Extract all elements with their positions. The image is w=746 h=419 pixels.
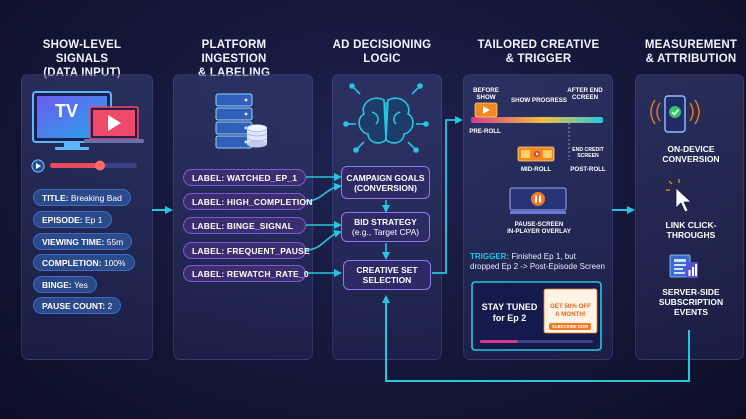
post-episode-screen: × <box>471 281 602 351</box>
tv-label: TV <box>55 101 79 121</box>
bid-strategy-box: BID STRATEGY (e.g., Target CPA) <box>341 212 430 242</box>
on-device-conversion-label: ON-DEVICE CONVERSION <box>662 144 720 164</box>
brain-icon <box>343 83 429 153</box>
playback-bar <box>31 159 137 173</box>
column-title-decisioning: AD DECISIONING LOGIC <box>332 39 432 65</box>
signal-pause-count: PAUSE COUNT: 2 <box>33 297 122 314</box>
signal-title: TITLE: Breaking Bad <box>33 189 131 206</box>
show-progress-label: SHOW PROGRESS <box>510 97 568 104</box>
post-roll-label: POST-ROLL <box>570 166 606 173</box>
laptop-icon <box>84 106 144 143</box>
signal-episode: EPISODE: Ep 1 <box>33 211 112 228</box>
phone-check-icon <box>650 95 700 133</box>
ad-timeline <box>471 102 603 162</box>
label-watched-ep-1: LABEL: WATCHED_EP_1 <box>183 169 306 186</box>
label-high-completion: LABEL: HIGH_COMPLETION <box>183 193 312 210</box>
label-to-decision-arrows <box>305 173 342 277</box>
label-binge-signal: LABEL: BINGE_SIGNAL <box>183 217 306 234</box>
svg-text:×: × <box>592 288 596 294</box>
signal-completion: COMPLETION: 100% <box>33 254 135 271</box>
arrow-decision-to-creative <box>432 116 463 274</box>
server-side-events-label: SERVER-SIDE SUBSCRIPTION EVENTS <box>658 287 724 317</box>
feedback-loop-arrow <box>382 295 690 382</box>
server-database-icon <box>215 93 268 149</box>
column-title-measurement: MEASUREMENT & ATTRIBUTION <box>644 39 738 65</box>
end-credit-label: END CREDIT SCREEN <box>572 147 604 159</box>
signal-viewing-time: VIEWING TIME: 55m <box>33 233 133 250</box>
pre-roll-label: PRE-ROLL <box>469 128 501 135</box>
mid-roll-label: MID-ROLL <box>520 166 552 173</box>
creative-set-box: CREATIVE SET SELECTION <box>343 260 431 290</box>
before-show-label: BEFORE SHOW <box>473 87 499 101</box>
link-clickthroughs-label: LINK CLICK- THROUGHS <box>665 220 717 240</box>
subscription-events-icon <box>669 254 698 278</box>
after-end-label: AFTER END CCREEN <box>567 87 603 101</box>
label-rewatch-rate-0: LABEL: REWATCH_RATE_0 <box>183 265 309 282</box>
label-frequent-pause: LABEL: FREQUENT_PAUSE <box>183 242 310 259</box>
signal-binge: BINGE: Yes <box>33 276 97 293</box>
trigger-text: TRIGGER: Finished Ep 1, but dropped Ep 2… <box>470 252 605 271</box>
subscribe-now-button[interactable]: SUBSCRIBE NOW <box>551 324 589 329</box>
offer-text: GET 50% OFF A MONTH! <box>550 303 591 318</box>
stay-tuned-text: STAY TUNED for Ep 2 <box>481 302 538 323</box>
cursor-click-icon <box>666 179 693 213</box>
column-title-creative: TAILORED CREATIVE & TRIGGER <box>477 39 600 65</box>
pause-screen-label: PAUSE-SCREEN IN-PLAYER OVERLAY <box>507 221 571 235</box>
pause-overlay-icon <box>509 187 567 214</box>
campaign-goals-box: CAMPAIGN GOALS (CONVERSION) <box>341 166 430 199</box>
